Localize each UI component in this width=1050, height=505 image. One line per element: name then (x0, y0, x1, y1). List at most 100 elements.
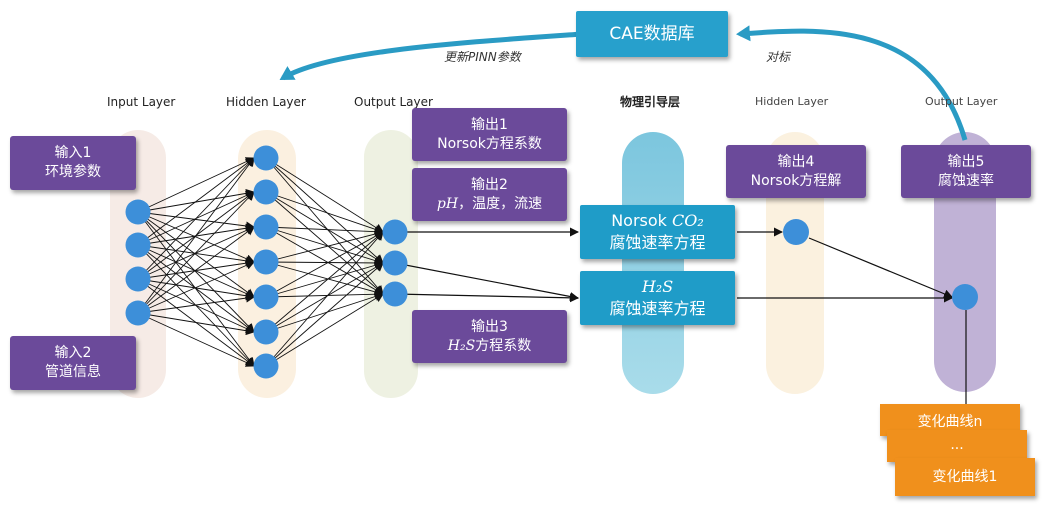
hidden-node-7 (253, 353, 279, 379)
update-pinn-label: 更新PINN参数 (444, 50, 521, 64)
edge-input-0-to-hidden-5 (137, 211, 255, 333)
output2-var: pH (436, 195, 459, 212)
h2s-line1: H₂S (641, 277, 674, 296)
fully-connected-edges (137, 157, 384, 367)
h2s-line2: 腐蚀速率方程 (609, 299, 706, 318)
output1-title: 输出1 (471, 116, 508, 133)
update-pinn-arrow (736, 25, 968, 141)
input2-box: 输入2 管道信息 (10, 336, 136, 390)
edge-hidden-2-to-output-2 (265, 226, 384, 295)
output-node-3 (382, 281, 408, 307)
output3-rest: 方程系数 (475, 337, 532, 354)
edge-hidden-3-to-output-1 (265, 258, 384, 268)
edge-input-0-to-hidden-0 (137, 157, 255, 213)
edge-hidden-3-to-output-0 (265, 229, 384, 263)
edge-hidden-0-to-output-2 (265, 157, 384, 295)
edge-hidden-4-to-output-0 (265, 231, 384, 298)
curve-ellipsis-label: ... (950, 437, 964, 453)
edge-hidden-1-to-output-1 (265, 191, 384, 264)
curve-1-label: 变化曲线1 (932, 469, 998, 485)
hidden-right-node (783, 219, 809, 245)
curve-1-box: 变化曲线1 (895, 458, 1035, 496)
edge-input-1-to-hidden-4 (137, 244, 255, 298)
cae-database-label: CAE数据库 (609, 24, 695, 44)
benchmark-label: 对标 (766, 50, 791, 64)
edge-to-h2s (394, 262, 579, 301)
edge-input-3-to-hidden-6 (137, 312, 255, 367)
edge-hidden-6-to-output-2 (265, 293, 384, 367)
output2-desc: pH，温度，流速 (437, 195, 542, 214)
input-node-4 (125, 300, 151, 326)
hidden-node-3 (253, 214, 279, 240)
physics-layer-column (622, 132, 684, 394)
output2-box: 输出2 pH，温度，流速 (412, 168, 567, 221)
edge-hidden-1-to-output-2 (265, 191, 384, 295)
edge-input-1-to-hidden-5 (137, 244, 255, 333)
output-node-1 (382, 219, 408, 245)
edge-hidden-5-to-output-1 (265, 262, 384, 333)
output1-box: 输出1 Norsok方程系数 (412, 108, 567, 161)
edge-bottom-to-h2s (394, 293, 579, 303)
cae-database-box: CAE数据库 (576, 11, 728, 57)
edge-input-3-to-hidden-4 (137, 293, 255, 314)
edge-hidden-4-to-output-2 (265, 289, 384, 299)
edge-hidden-to-output (808, 237, 953, 299)
edge-input-2-to-hidden-0 (137, 157, 255, 280)
hidden-node-1 (253, 145, 279, 171)
edge-input-1-to-hidden-3 (137, 244, 255, 266)
edge-input-3-to-hidden-1 (137, 191, 255, 314)
benchmark-arrow (279, 31, 583, 81)
norsok-line1-text: Norsok (611, 211, 673, 230)
hidden-node-5 (253, 284, 279, 310)
hidden-node-4 (253, 249, 279, 275)
norsok-line2: 腐蚀速率方程 (609, 233, 706, 252)
h2s-equation-box: H₂S 腐蚀速率方程 (580, 271, 735, 325)
input1-box: 输入1 环境参数 (10, 136, 136, 190)
input2-title: 输入2 (54, 345, 92, 361)
output-layer-right-label: Output Layer (925, 95, 998, 108)
input-node-1 (125, 199, 151, 225)
edge-input-3-to-hidden-3 (137, 261, 255, 314)
output4-title: 输出4 (777, 153, 815, 170)
curve-n-label: 变化曲线n (917, 414, 983, 430)
edge-hidden-2-to-output-0 (265, 226, 384, 237)
output5-box: 输出5 腐蚀速率 (901, 145, 1031, 198)
edge-input-1-to-hidden-0 (137, 157, 255, 246)
edge-input-3-to-hidden-0 (137, 157, 255, 314)
norsok-line1-var: CO₂ (672, 211, 704, 230)
input1-desc: 环境参数 (45, 164, 101, 180)
input-node-2 (125, 232, 151, 258)
input-layer-label: Input Layer (107, 95, 176, 109)
edge-hidden-6-to-output-1 (265, 262, 384, 367)
edge-input-0-to-hidden-4 (137, 211, 255, 298)
edge-hidden-3-to-output-2 (265, 261, 384, 297)
edge-hidden-0-to-output-1 (265, 157, 384, 264)
curve-ellipsis-box: ... (887, 430, 1027, 462)
input2-desc: 管道信息 (45, 364, 101, 380)
output5-desc: 腐蚀速率 (938, 172, 994, 189)
edge-input-3-to-hidden-5 (137, 312, 255, 336)
output5-title: 输出5 (947, 153, 985, 170)
edge-hidden-1-to-output-0 (265, 191, 384, 234)
output4-box: 输出4 Norsok方程解 (726, 145, 866, 198)
output-layer-label: Output Layer (354, 95, 433, 109)
hidden-node-6 (253, 319, 279, 345)
input-layer-column (110, 130, 166, 398)
output2-title: 输出2 (471, 176, 508, 193)
edge-hidden-4-to-output-1 (265, 260, 384, 298)
output4-desc: Norsok方程解 (750, 172, 842, 189)
output3-var: H₂S (447, 337, 476, 354)
input1-title: 输入1 (54, 145, 92, 161)
edge-input-0-to-hidden-2 (137, 211, 255, 231)
norsok-equation-box: Norsok CO₂ 腐蚀速率方程 (580, 205, 735, 259)
edge-hidden-5-to-output-0 (265, 231, 384, 333)
input-node-3 (125, 266, 151, 292)
output3-desc: H₂S方程系数 (448, 337, 531, 356)
output3-box: 输出3 H₂S方程系数 (412, 310, 567, 363)
hidden-node-2 (253, 179, 279, 205)
edge-hidden-6-to-output-0 (265, 231, 384, 367)
edge-hidden-0-to-output-0 (265, 157, 384, 233)
output1-desc: Norsok方程系数 (437, 135, 542, 152)
network-nodes (125, 145, 978, 379)
